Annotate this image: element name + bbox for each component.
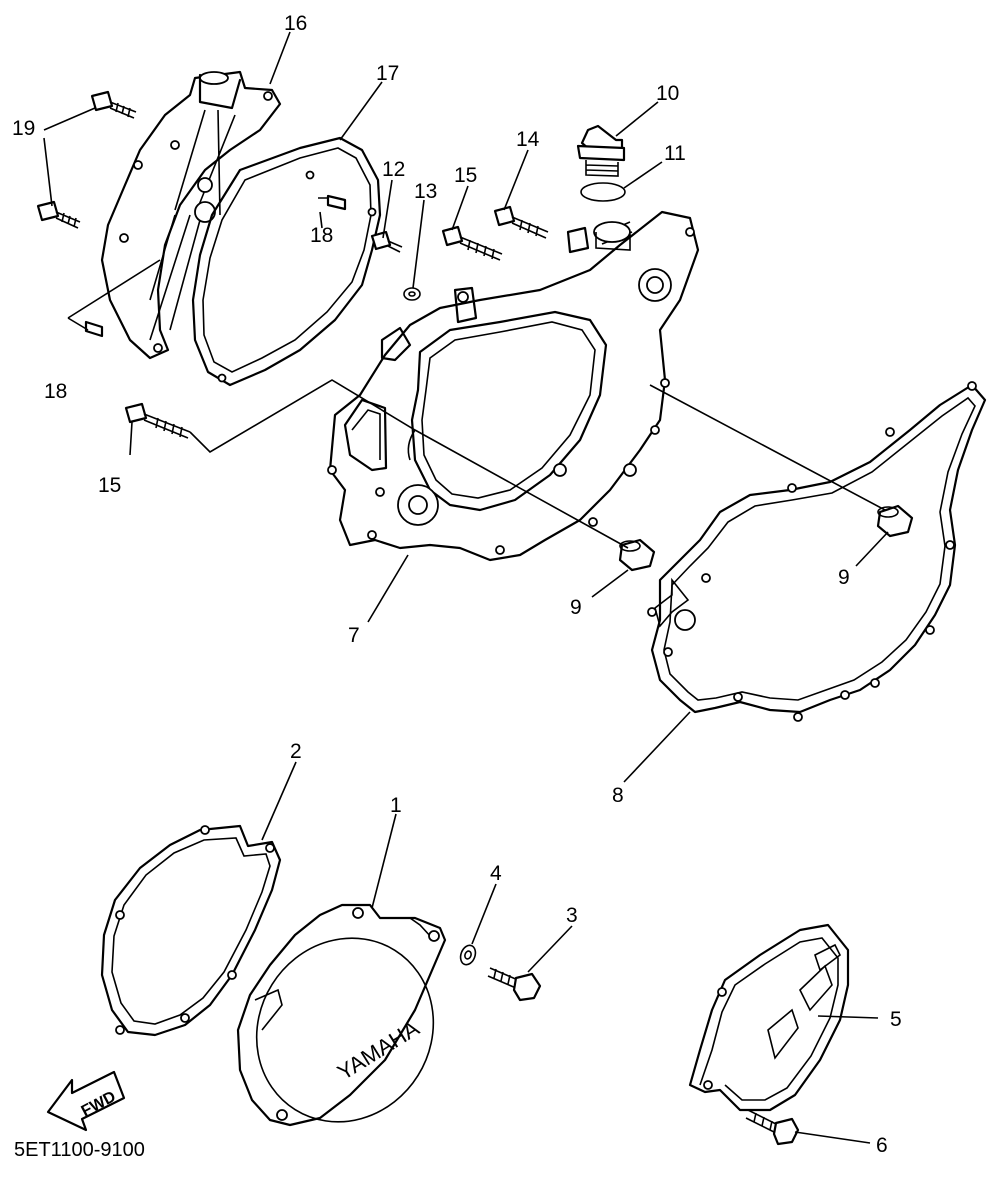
part-number-17: 17	[376, 62, 399, 85]
part-number-3: 3	[566, 904, 578, 927]
part-number-16: 16	[284, 12, 307, 35]
dowel-pin-icon	[618, 538, 656, 572]
part-number-10: 10	[656, 82, 679, 105]
part-number-1: 1	[390, 794, 402, 817]
bolt-icon	[370, 230, 403, 253]
part-number-9-right: 9	[838, 566, 850, 589]
magneto-cover-gasket-2	[100, 824, 282, 1037]
magneto-cover-1	[236, 903, 447, 1127]
bolt-icon	[441, 225, 503, 261]
bolt-icon	[90, 90, 137, 119]
engine-guard-5	[688, 923, 850, 1112]
part-number-12: 12	[382, 158, 405, 181]
outer-cover-16	[100, 70, 282, 360]
crankcase-cover-7	[327, 210, 700, 562]
dowel-pin-icon	[326, 194, 347, 211]
diagram-code: 5ET1100-9100	[14, 1139, 145, 1161]
part-number-4: 4	[490, 862, 502, 885]
part-number-11: 11	[664, 142, 686, 165]
part-number-19: 19	[12, 117, 35, 140]
bolt-icon	[487, 967, 542, 1002]
part-number-18-lower: 18	[44, 380, 67, 403]
bolt-icon	[124, 402, 191, 439]
bolt-icon	[493, 205, 549, 239]
washer-icon	[403, 287, 421, 301]
part-number-6: 6	[876, 1134, 888, 1157]
fwd-label: FWD	[79, 1088, 119, 1120]
part-number-18-upper: 18	[310, 224, 333, 247]
part-number-14: 14	[516, 128, 540, 151]
crankcase-cover-gasket-8	[647, 381, 987, 722]
fwd-arrow-icon: FWD	[46, 1070, 126, 1132]
part-number-15-right: 15	[454, 164, 477, 187]
washer-icon	[459, 944, 477, 966]
dowel-pin-icon	[84, 320, 104, 338]
part-number-labels: 16 17 19 10 11 14 12 15 13 18 18 15 9 9 …	[12, 12, 902, 1157]
o-ring-icon	[580, 182, 626, 202]
part-number-5: 5	[890, 1008, 902, 1031]
part-number-13: 13	[414, 180, 437, 203]
dowel-pin-icon	[876, 504, 914, 538]
bolt-icon	[745, 1109, 800, 1146]
part-number-7: 7	[348, 624, 360, 647]
bolt-icon	[36, 200, 81, 229]
oil-filler-cap-icon	[576, 124, 626, 177]
outer-cover-gasket-17	[191, 136, 382, 387]
leader-lines	[43, 31, 889, 1144]
part-number-9-left: 9	[570, 596, 582, 619]
part-number-15-left: 15	[98, 474, 121, 497]
yamaha-logo-text: YAMAHA	[333, 1015, 424, 1085]
part-number-2: 2	[290, 740, 302, 763]
part-number-8: 8	[612, 784, 624, 807]
